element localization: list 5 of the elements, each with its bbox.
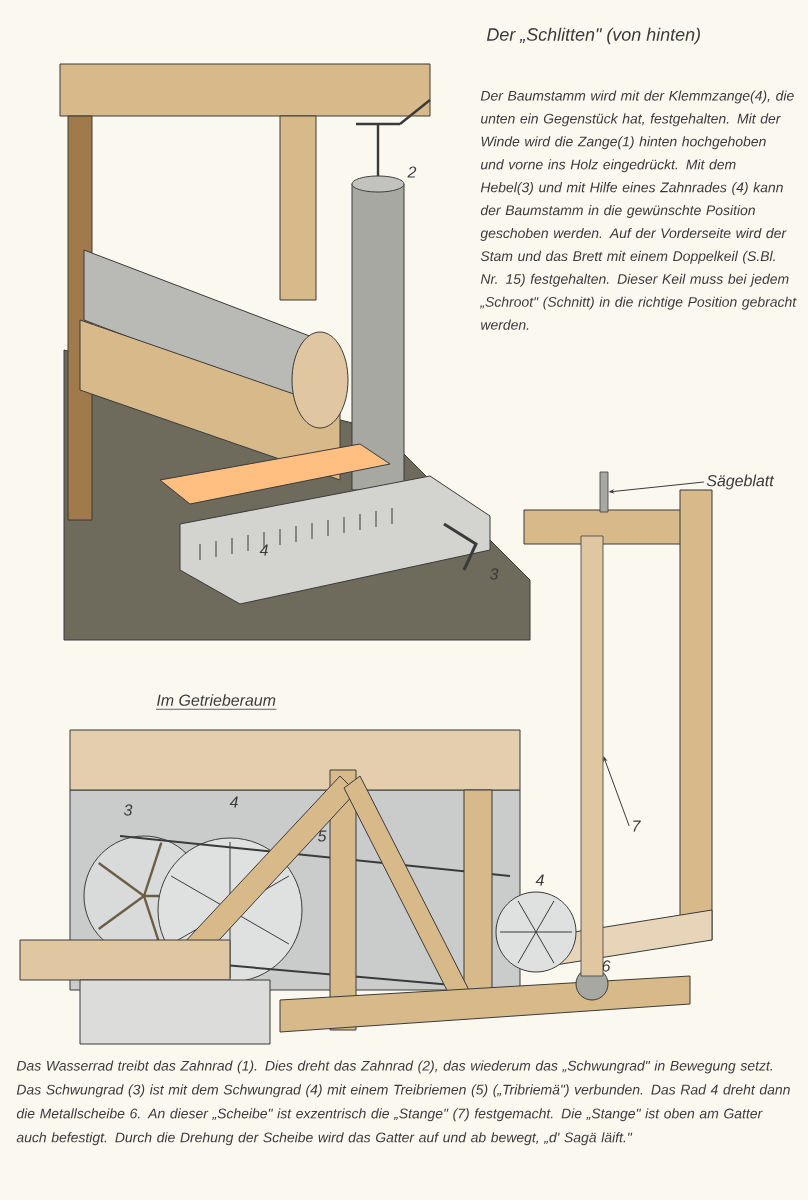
connecting-rod [580, 535, 604, 977]
heading: Der „Schlitten" (von hinten) [486, 27, 700, 45]
leader-line [603, 756, 630, 827]
saw-blade [599, 471, 609, 513]
leader-line [609, 481, 705, 494]
